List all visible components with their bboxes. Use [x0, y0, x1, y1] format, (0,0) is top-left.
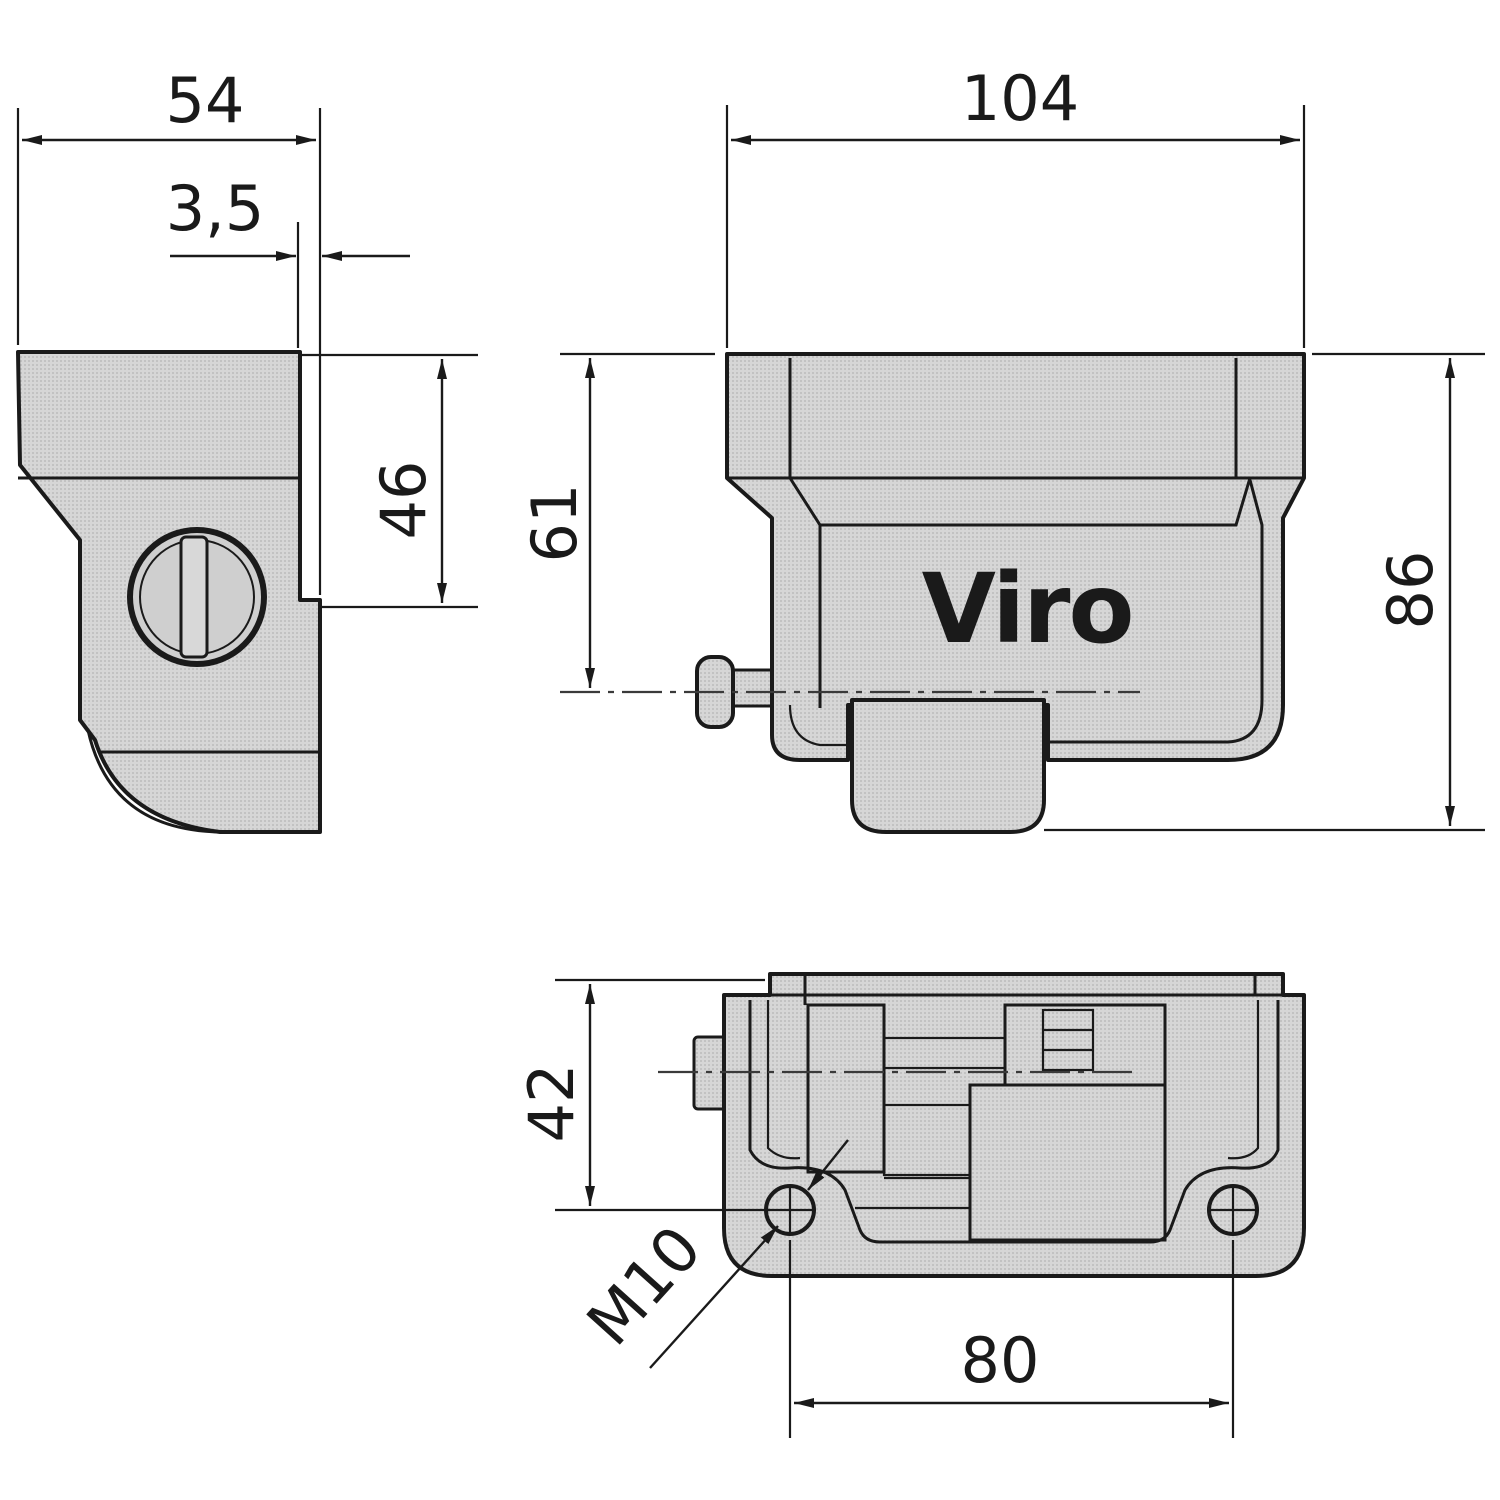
dim-bottom-thread: M10 [573, 1212, 716, 1359]
dim-bottom-hole-spacing: 80 [961, 1324, 1040, 1397]
bottom-view: 42 80 M10 [515, 972, 1306, 1438]
lock-cylinder-icon [127, 527, 267, 667]
side-view: 54 3,5 46 [16, 64, 478, 834]
dim-side-height: 46 [367, 461, 440, 540]
brand-logo: Viro [922, 553, 1133, 665]
dim-front-height-axis: 61 [518, 484, 591, 563]
dim-bottom-depth: 42 [515, 1064, 588, 1143]
dim-front-height-total: 86 [1374, 551, 1447, 630]
front-view: Viro 104 61 86 [518, 62, 1485, 834]
dim-side-width: 54 [166, 64, 245, 137]
mounting-hole-right-icon [1207, 1184, 1259, 1236]
mounting-hole-left-icon [764, 1184, 816, 1236]
dim-front-width: 104 [961, 62, 1079, 135]
dim-side-offset: 3,5 [166, 172, 265, 245]
